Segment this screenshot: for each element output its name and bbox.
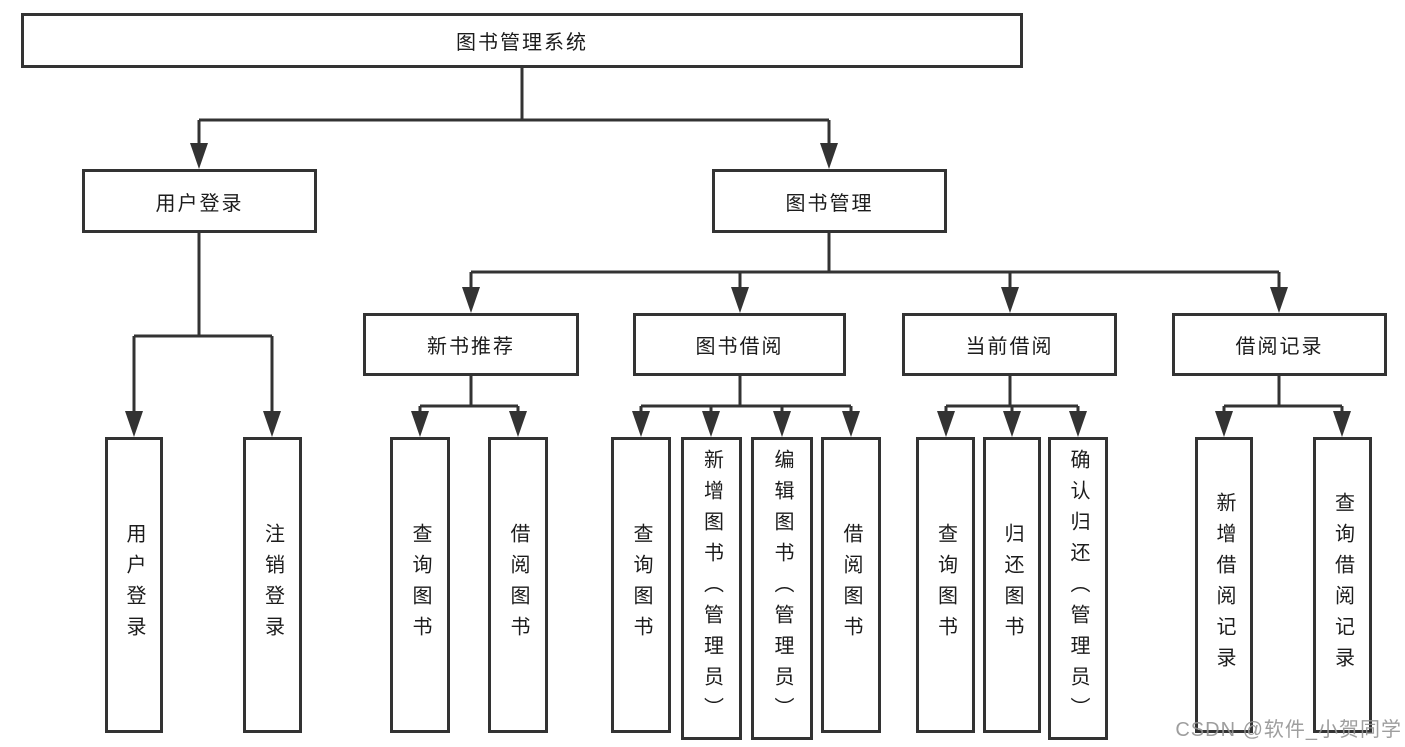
leaf-add-borrow-record: 新增借阅记录	[1195, 437, 1253, 733]
leaf-edit-book-admin-label: 编辑图书（管理员）	[771, 449, 793, 728]
node-root-label: 图书管理系统	[456, 32, 588, 54]
node-current-borrow: 当前借阅	[902, 313, 1117, 376]
leaf-query-borrow-record: 查询借阅记录	[1313, 437, 1372, 733]
leaf-borrow-books-recommend: 借阅图书	[488, 437, 548, 733]
leaf-query-books-current-label: 查询图书	[934, 523, 957, 647]
leaf-add-book-admin-label: 新增图书（管理员）	[700, 449, 723, 728]
leaf-query-books-recommend: 查询图书	[390, 437, 450, 733]
leaf-logout: 注销登录	[243, 437, 302, 733]
node-user-login-label: 用户登录	[155, 192, 244, 215]
leaf-query-borrow-record-label: 查询借阅记录	[1331, 492, 1354, 678]
node-book-management: 图书管理	[712, 169, 947, 233]
leaf-borrow-books-label: 借阅图书	[840, 523, 862, 647]
node-book-borrow-label: 图书借阅	[695, 336, 784, 358]
node-borrow-records-label: 借阅记录	[1235, 336, 1324, 358]
node-book-management-label: 图书管理	[785, 192, 874, 215]
node-new-book-recommend: 新书推荐	[363, 313, 579, 376]
leaf-logout-label: 注销登录	[261, 523, 284, 647]
leaf-borrow-books-recommend-label: 借阅图书	[507, 523, 529, 647]
leaf-return-books-label: 归还图书	[1001, 523, 1023, 647]
leaf-edit-book-admin: 编辑图书（管理员）	[751, 437, 813, 740]
leaf-user-login-label: 用户登录	[123, 523, 145, 647]
leaf-add-borrow-record-label: 新增借阅记录	[1213, 492, 1235, 678]
leaf-confirm-return-admin: 确认归还（管理员）	[1048, 437, 1108, 740]
node-current-borrow-label: 当前借阅	[965, 336, 1054, 358]
watermark: CSDN @软件_小贺同学	[1175, 719, 1402, 741]
leaf-query-books-recommend-label: 查询图书	[409, 523, 431, 647]
node-root: 图书管理系统	[21, 13, 1023, 68]
leaf-query-books-current: 查询图书	[916, 437, 975, 733]
node-new-book-recommend-label: 新书推荐	[427, 336, 515, 358]
leaf-add-book-admin: 新增图书（管理员）	[681, 437, 742, 740]
node-book-borrow: 图书借阅	[633, 313, 846, 376]
node-borrow-records: 借阅记录	[1172, 313, 1387, 376]
leaf-user-login: 用户登录	[105, 437, 163, 733]
leaf-borrow-books: 借阅图书	[821, 437, 881, 733]
leaf-query-books-borrow-label: 查询图书	[630, 523, 652, 647]
leaf-confirm-return-admin-label: 确认归还（管理员）	[1067, 449, 1089, 728]
leaf-query-books-borrow: 查询图书	[611, 437, 671, 733]
node-user-login: 用户登录	[82, 169, 317, 233]
leaf-return-books: 归还图书	[983, 437, 1041, 733]
